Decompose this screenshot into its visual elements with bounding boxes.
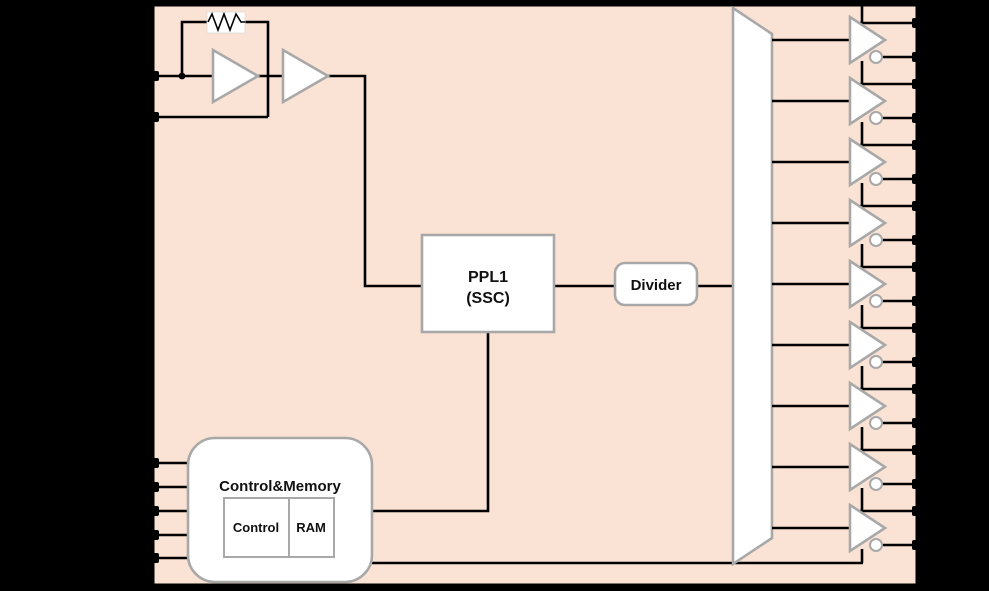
control-pin: [145, 506, 159, 516]
xtal-pin: [145, 71, 159, 81]
output-pin: [912, 418, 926, 428]
wire: [245, 20, 270, 117]
control-memory-block: Control&Memory Control RAM: [186, 436, 374, 584]
inverter-bubble-icon: [869, 355, 883, 369]
inverter-bubble-icon: [869, 172, 883, 186]
wire: [372, 332, 490, 513]
output-pin: [912, 540, 926, 550]
divider-label: Divider: [631, 277, 682, 294]
output-pin: [912, 79, 926, 89]
xtal-pin: [145, 112, 159, 122]
pll-label-line1: PPL1: [468, 269, 508, 286]
output-buffer-icon: [848, 14, 888, 66]
output-pin: [912, 262, 926, 272]
wire-junction-dot: [178, 72, 186, 80]
output-buffer-icon: [848, 441, 888, 493]
output-pin: [912, 479, 926, 489]
output-buffer-icon: [848, 136, 888, 188]
inverter-bubble-icon: [869, 111, 883, 125]
wire: [328, 74, 422, 288]
output-pin: [912, 113, 926, 123]
inverter-bubble-icon: [869, 50, 883, 64]
divider-box: [613, 261, 699, 307]
xtal-feedback-resistor-icon: [206, 11, 246, 34]
output-pin: [912, 506, 926, 516]
inverter-bubble-icon: [869, 233, 883, 247]
control-pin: [145, 458, 159, 468]
output-pin: [912, 445, 926, 455]
pll-label-line2: (SSC): [466, 290, 510, 307]
output-buffer-icon: [848, 502, 888, 554]
output-pin: [912, 296, 926, 306]
wire: [180, 20, 207, 76]
output-buffer-icon: [848, 197, 888, 249]
output-buffer-icon: [848, 75, 888, 127]
fanout-mux-icon: [731, 5, 774, 567]
resistor-zigzag-icon: [207, 11, 245, 33]
output-pin: [912, 357, 926, 367]
output-pin: [912, 140, 926, 150]
output-pin: [912, 18, 926, 28]
output-buffer-icon: [848, 319, 888, 371]
control-pin: [145, 482, 159, 492]
divider-block: Divider: [613, 261, 699, 307]
output-pin: [912, 201, 926, 211]
ram-label: RAM: [296, 520, 326, 535]
output-buffers: [772, 6, 926, 563]
inverter-bubble-icon: [869, 416, 883, 430]
inverter-bubble-icon: [869, 294, 883, 308]
ram-sub-block: [288, 497, 335, 558]
pll-block: PPL1 (SSC): [420, 233, 556, 334]
control-pin: [145, 530, 159, 540]
left-pins: [145, 71, 159, 563]
output-pin: [912, 384, 926, 394]
output-buffer-icon: [848, 258, 888, 310]
osc-amp2-icon: [281, 47, 331, 105]
output-buffer-icon: [848, 380, 888, 432]
pll-box: [420, 233, 556, 334]
control-label: Control: [233, 520, 279, 535]
output-pin: [912, 235, 926, 245]
output-pin: [912, 174, 926, 184]
osc-amp1-icon: [211, 47, 261, 105]
control-memory-title: Control&Memory: [219, 478, 341, 495]
inverter-bubble-icon: [869, 477, 883, 491]
output-pin: [912, 323, 926, 333]
output-pin: [912, 52, 926, 62]
control-pin: [145, 553, 159, 563]
inverter-bubble-icon: [869, 538, 883, 552]
